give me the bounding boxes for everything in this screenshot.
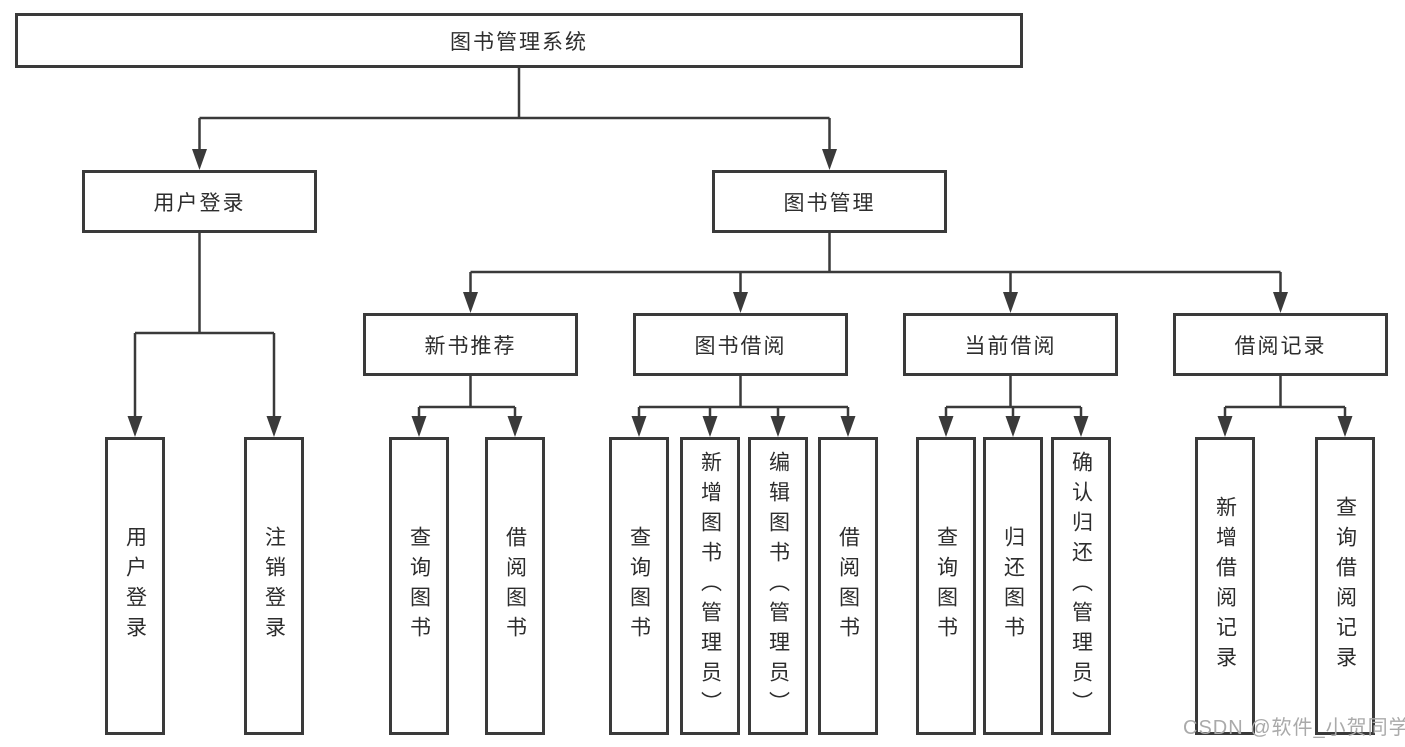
arrowhead	[411, 416, 427, 437]
leaf-borrowing-query-books: 查询图书	[609, 437, 669, 735]
arrowhead	[507, 416, 523, 437]
arrowhead	[1003, 292, 1018, 313]
leaf-recommend-borrow-books-label: 借阅图书	[503, 526, 527, 646]
arrowhead	[822, 149, 837, 170]
leaf-user-login: 用户登录	[105, 437, 165, 735]
leaf-recommend-borrow-books: 借阅图书	[485, 437, 545, 735]
node-book-borrowing: 图书借阅	[633, 313, 848, 376]
arrowhead	[127, 416, 143, 437]
arrowhead	[770, 416, 786, 437]
arrowhead	[192, 149, 207, 170]
leaf-edit-books-admin-label: 编辑图书（管理员）	[766, 451, 790, 721]
leaf-user-login-label: 用户登录	[123, 526, 147, 646]
leaf-add-borrow-record: 新增借阅记录	[1195, 437, 1255, 735]
node-new-book-recommend-label: 新书推荐	[424, 334, 517, 358]
arrowhead	[702, 416, 718, 437]
leaf-return-books-label: 归还图书	[1001, 526, 1025, 646]
leaf-add-books-admin-label: 新增图书（管理员）	[698, 451, 722, 721]
leaf-confirm-return-admin: 确认归还（管理员）	[1051, 437, 1111, 735]
csdn-watermark: CSDN @软件_小贺同学	[1183, 717, 1405, 739]
leaf-return-books: 归还图书	[983, 437, 1043, 735]
leaf-logout: 注销登录	[244, 437, 304, 735]
node-borrowing-records: 借阅记录	[1173, 313, 1388, 376]
leaf-edit-books-admin: 编辑图书（管理员）	[748, 437, 808, 735]
node-borrowing-records-label: 借阅记录	[1234, 334, 1327, 358]
node-library-system: 图书管理系统	[15, 13, 1023, 68]
leaf-recommend-query-books-label: 查询图书	[407, 526, 431, 646]
node-current-borrowing: 当前借阅	[903, 313, 1118, 376]
arrowhead	[840, 416, 856, 437]
arrowhead	[266, 416, 282, 437]
arrowhead	[1273, 292, 1288, 313]
leaf-confirm-return-admin-label: 确认归还（管理员）	[1069, 451, 1093, 721]
arrowhead	[1337, 416, 1353, 437]
node-book-borrowing-label: 图书借阅	[694, 334, 787, 358]
node-library-system-label: 图书管理系统	[450, 30, 588, 54]
node-book-management: 图书管理	[712, 170, 947, 233]
leaf-recommend-query-books: 查询图书	[389, 437, 449, 735]
arrowhead	[938, 416, 954, 437]
leaf-borrow-books-label: 借阅图书	[836, 526, 860, 646]
arrowhead	[1005, 416, 1021, 437]
arrowhead	[733, 292, 748, 313]
node-user-login-label: 用户登录	[153, 191, 246, 215]
leaf-query-borrow-record-label: 查询借阅记录	[1333, 496, 1357, 676]
node-new-book-recommend: 新书推荐	[363, 313, 578, 376]
node-current-borrowing-label: 当前借阅	[964, 334, 1057, 358]
leaf-add-borrow-record-label: 新增借阅记录	[1213, 496, 1237, 676]
leaf-borrowing-query-books-label: 查询图书	[627, 526, 651, 646]
leaf-current-query-books-label: 查询图书	[934, 526, 958, 646]
leaf-current-query-books: 查询图书	[916, 437, 976, 735]
node-book-management-label: 图书管理	[783, 191, 876, 215]
arrowhead	[463, 292, 478, 313]
node-user-login: 用户登录	[82, 170, 317, 233]
leaf-logout-label: 注销登录	[262, 526, 286, 646]
leaf-query-borrow-record: 查询借阅记录	[1315, 437, 1375, 735]
leaf-add-books-admin: 新增图书（管理员）	[680, 437, 740, 735]
arrowhead	[1073, 416, 1089, 437]
arrowhead	[631, 416, 647, 437]
leaf-borrow-books: 借阅图书	[818, 437, 878, 735]
arrowhead	[1217, 416, 1233, 437]
